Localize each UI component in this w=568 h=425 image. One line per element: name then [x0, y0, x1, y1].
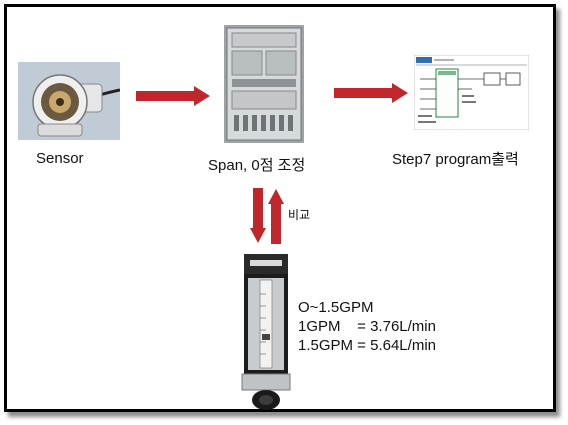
- flowmeter-spec: O~1.5GPM 1GPM = 3.76L/min 1.5GPM = 5.64L…: [298, 298, 436, 355]
- spec-1-5gpm: 1.5GPM = 5.64L/min: [298, 337, 436, 354]
- sensor-photo: [18, 62, 120, 140]
- sensor-label: Sensor: [36, 150, 84, 167]
- arrow-sensor-to-panel: [136, 86, 210, 106]
- control-panel-photo: [224, 25, 304, 143]
- span-zero-adjust-label: Span, 0점 조정: [208, 157, 306, 174]
- step7-program-label: Step7 program출력: [392, 151, 519, 168]
- step7-program-screenshot: [414, 55, 529, 130]
- arrow-panel-to-program: [334, 83, 408, 103]
- flowmeter-photo: [241, 254, 291, 410]
- compare-double-arrow: [250, 188, 284, 244]
- spec-range: O~1.5GPM: [298, 299, 374, 316]
- spec-1gpm: 1GPM = 3.76L/min: [298, 318, 436, 335]
- compare-label: 비교: [288, 208, 311, 222]
